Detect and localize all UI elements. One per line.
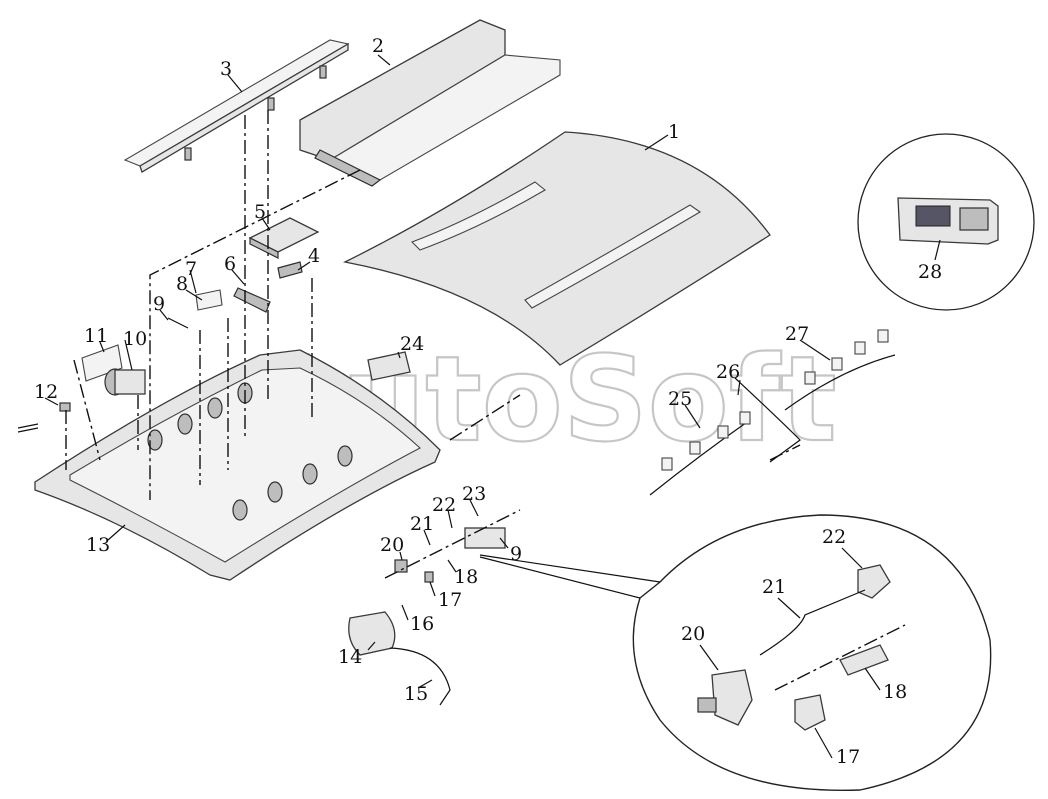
part-3-mounting-rail <box>123 39 350 173</box>
part-28-controller-detail <box>857 133 1035 311</box>
callout-15: 15 <box>404 683 428 705</box>
assembly-lines <box>65 110 906 691</box>
callout-22: 22 <box>432 494 456 516</box>
part-26-wire <box>734 377 801 463</box>
callout-20: 20 <box>380 534 404 556</box>
callout-23: 23 <box>462 483 486 505</box>
valve-group <box>394 527 506 583</box>
detail-callout-20: 20 <box>681 623 705 645</box>
callout-24: 24 <box>400 333 424 355</box>
leader-lines <box>44 54 941 689</box>
part-10-cylinder <box>104 368 146 396</box>
callout-1: 1 <box>668 121 680 143</box>
detail-callout-17: 17 <box>836 746 860 768</box>
detail-fitting-18 <box>839 644 889 676</box>
detail-valve-20 <box>697 669 753 726</box>
callout-5: 5 <box>254 201 266 223</box>
part-15-cable <box>389 647 451 706</box>
callout-13: 13 <box>86 534 110 556</box>
part-24-cover <box>367 351 411 381</box>
callout-numbers: 1 2 3 4 5 6 7 8 9 10 11 12 13 14 15 16 1… <box>34 35 942 768</box>
callout-12: 12 <box>34 381 58 403</box>
detail-valve-22 <box>857 564 891 599</box>
part-1-roof-panel <box>342 131 771 366</box>
callout-10: 10 <box>123 328 147 350</box>
callout-26: 26 <box>716 361 740 383</box>
callout-18: 18 <box>454 566 478 588</box>
callout-14: 14 <box>338 646 362 668</box>
callout-6: 6 <box>224 253 236 275</box>
part-12-bolt <box>17 402 71 433</box>
callout-21: 21 <box>410 513 434 535</box>
part-8-clip <box>195 289 223 311</box>
callout-8: 8 <box>176 273 188 295</box>
detail-callout-18: 18 <box>883 681 907 703</box>
detail-callout-21: 21 <box>762 576 786 598</box>
callout-16: 16 <box>410 613 434 635</box>
part-27-harness <box>784 329 896 411</box>
part-13-frame <box>34 349 441 581</box>
part-25-harness <box>649 411 751 496</box>
part-6-bar <box>233 287 271 313</box>
callout-9: 9 <box>153 293 165 315</box>
callout-28: 28 <box>918 261 942 283</box>
callout-3: 3 <box>220 58 232 80</box>
callout-4: 4 <box>308 245 320 267</box>
part-2-ac-unit <box>299 19 561 187</box>
callout-2: 2 <box>372 35 384 57</box>
part-11-bracket <box>81 344 123 382</box>
detail-leader-lines <box>699 547 881 759</box>
callout-25: 25 <box>668 388 692 410</box>
callout-11: 11 <box>84 325 108 347</box>
part-4-bracket <box>277 261 303 279</box>
valve-detail-view <box>479 514 992 792</box>
detail-callout-22: 22 <box>822 526 846 548</box>
callout-19-9: 9 <box>510 543 522 565</box>
callout-17: 17 <box>438 589 462 611</box>
part-9-pin <box>167 317 189 329</box>
callout-7: 7 <box>185 258 197 280</box>
callout-27: 27 <box>785 323 809 345</box>
detail-valve-17 <box>794 694 826 731</box>
